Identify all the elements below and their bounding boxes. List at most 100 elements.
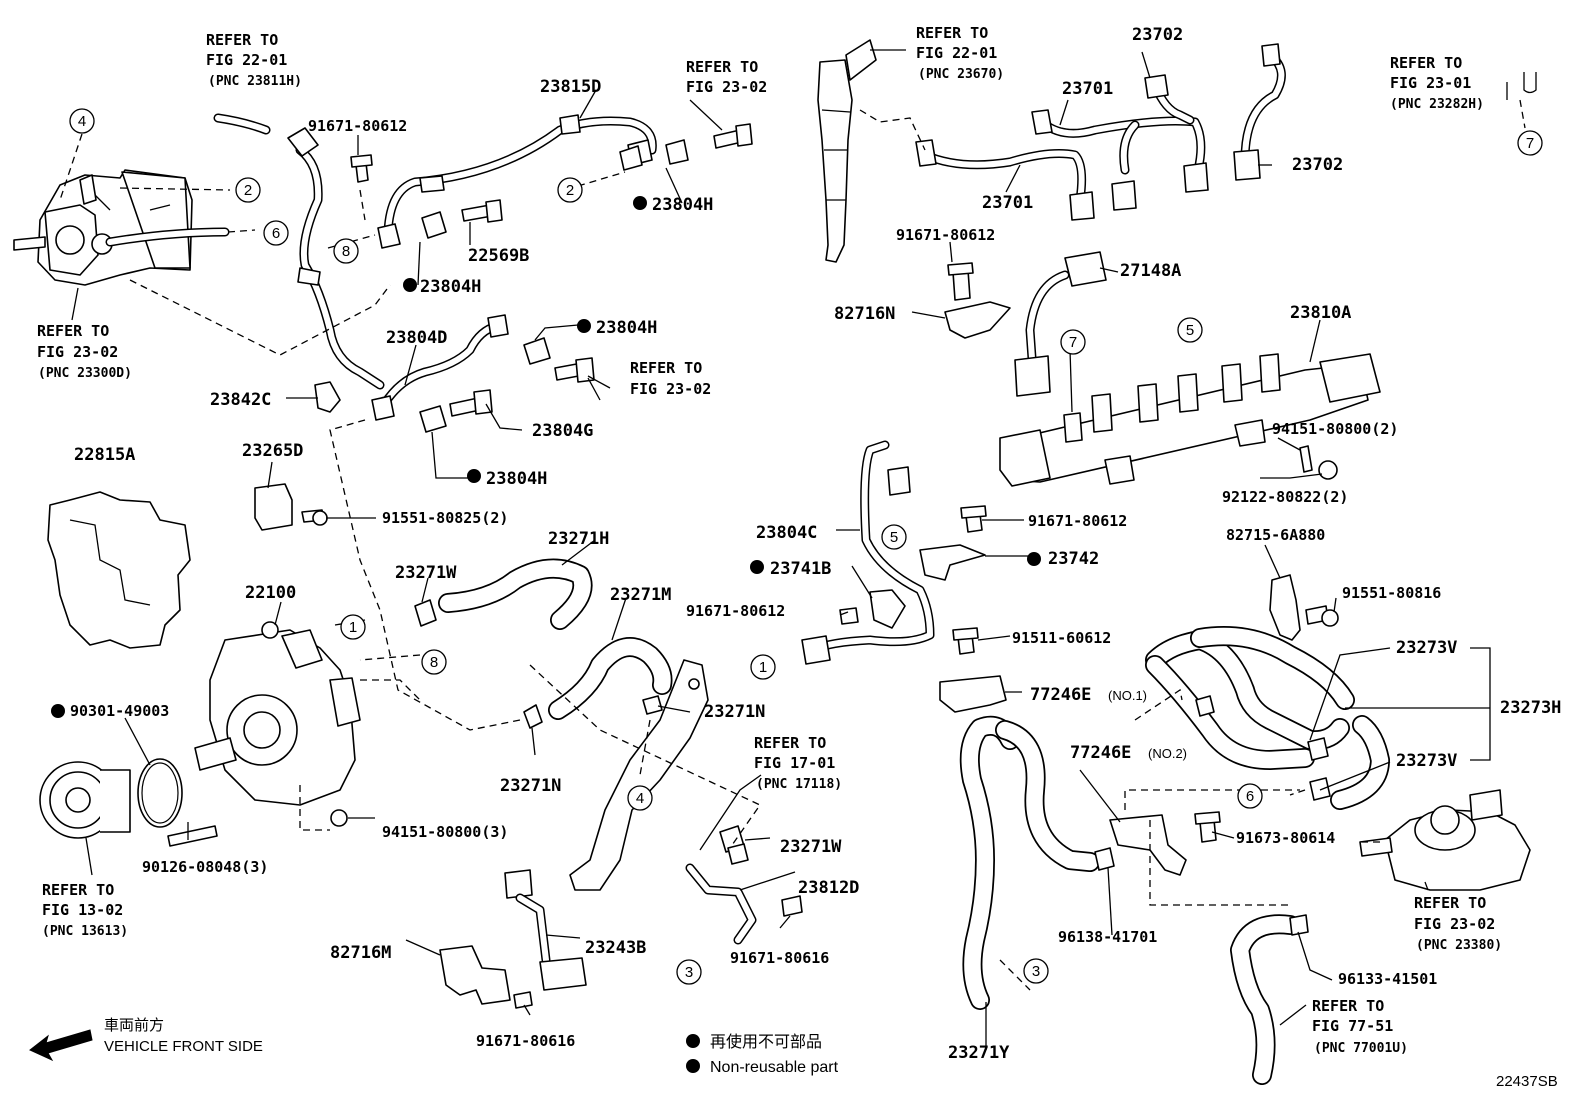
legend-direction-jp: 車両前方 (104, 1017, 164, 1034)
svg-text:(PNC 23670): (PNC 23670) (918, 67, 1004, 82)
svg-text:FIG 23-02: FIG 23-02 (37, 343, 118, 361)
refer-fig-23-02-pnc-23380: REFER TO FIG 23-02 (PNC 23380) (1414, 894, 1502, 953)
svg-text:FIG 17-01: FIG 17-01 (754, 754, 835, 772)
label-90301-49003: 90301-49003 (70, 702, 169, 720)
fuel-filter-housing (1359, 789, 1531, 891)
label-77246E-no1: 77246E (1030, 685, 1091, 705)
callout-6-right: 6 (1237, 783, 1263, 809)
legend-nonreuse-jp: 再使用不可部品 (710, 1033, 822, 1051)
svg-text:(PNC 23811H): (PNC 23811H) (208, 74, 302, 89)
refer-fig-23-02-top: REFER TO FIG 23-02 (686, 58, 767, 96)
callout-4-center: 4 (627, 785, 653, 811)
svg-text:REFER TO: REFER TO (1312, 997, 1384, 1015)
part-drawings (13, 39, 1537, 1085)
callout-1-pump: 1 (340, 614, 366, 640)
label-90126-08048: 90126-08048(3) (142, 858, 268, 876)
part-labels: 23815D 91671-80612 23804H 22569B 23804H … (70, 25, 1561, 1063)
non-reusable-dot-icon (686, 1034, 700, 1048)
callout-7-topright: 7 (1517, 130, 1543, 156)
label-23243B: 23243B (585, 938, 646, 958)
supply-pump-bracket-assembly (13, 169, 193, 286)
label-91551-80825: 91551-80825(2) (382, 509, 508, 527)
label-92122-80822: 92122-80822(2) (1222, 488, 1348, 506)
label-23271N-b: 23271N (500, 776, 561, 796)
injector (817, 39, 877, 263)
label-91671-80612-b: 91671-80612 (896, 226, 995, 244)
front-arrow-icon (29, 1029, 93, 1062)
label-82715-6A880: 82715-6A880 (1226, 526, 1325, 544)
label-23271W-b: 23271W (780, 837, 842, 857)
label-23804H-a: 23804H (652, 195, 713, 215)
svg-text:FIG 22-01: FIG 22-01 (916, 44, 997, 62)
label-23804H-b: 23804H (420, 277, 481, 297)
label-23804H-d: 23804H (486, 469, 547, 489)
label-23702-b: 23702 (1292, 155, 1343, 175)
label-23273V-a: 23273V (1396, 638, 1457, 658)
refer-fig-23-02-pnc-23300D: REFER TO FIG 23-02 (PNC 23300D) (37, 322, 132, 381)
svg-text:REFER TO: REFER TO (1414, 894, 1486, 912)
callout-markers: 4 2 6 8 2 1 8 4 3 7 7 5 5 1 6 3 (69, 108, 1543, 985)
label-23804G: 23804G (532, 421, 593, 441)
label-23812D: 23812D (798, 878, 859, 898)
svg-text:5: 5 (1186, 322, 1194, 339)
refer-fig-22-01-pnc-23811H: REFER TO FIG 22-01 (PNC 23811H) (206, 31, 302, 89)
non-reusable-legend: 再使用不可部品 Non-reusable part (686, 1033, 839, 1076)
svg-text:FIG 23-02: FIG 23-02 (686, 78, 767, 96)
refer-fig-77-51-pnc-77001U: REFER TO FIG 77-51 (PNC 77001U) (1312, 997, 1408, 1056)
label-23271Y: 23271Y (948, 1043, 1010, 1063)
label-23271N-a: 23271N (704, 702, 765, 722)
svg-text:REFER TO: REFER TO (206, 31, 278, 49)
label-77246E-no1-suffix: (NO.1) (1108, 688, 1147, 703)
callout-1-pipe: 1 (750, 654, 776, 680)
svg-text:5: 5 (890, 529, 898, 546)
svg-text:6: 6 (272, 225, 280, 242)
refer-fig-22-01-pnc-23670: REFER TO FIG 22-01 (PNC 23670) (916, 24, 1004, 82)
svg-text:4: 4 (78, 113, 86, 130)
legend-nonreuse-en: Non-reusable part (710, 1059, 839, 1076)
label-77246E-no2-suffix: (NO.2) (1148, 746, 1187, 761)
svg-text:7: 7 (1069, 334, 1077, 351)
label-23742: 23742 (1048, 549, 1099, 569)
label-23810A: 23810A (1290, 303, 1351, 323)
common-rail-23810A (999, 353, 1381, 487)
label-91671-80616-a: 91671-80616 (730, 949, 829, 967)
svg-text:6: 6 (1246, 788, 1254, 805)
svg-text:REFER TO: REFER TO (686, 58, 758, 76)
callout-5-pipe: 5 (881, 524, 907, 550)
non-reusable-dot-icon-2 (686, 1059, 700, 1073)
refer-fig-13-02-pnc-13613: REFER TO FIG 13-02 (PNC 13613) (42, 881, 128, 939)
callout-8-top: 8 (333, 238, 359, 264)
svg-text:(PNC 23300D): (PNC 23300D) (38, 366, 132, 381)
label-94151-80800-3: 94151-80800(3) (382, 823, 508, 841)
label-23804D: 23804D (386, 328, 447, 348)
svg-text:FIG 23-02: FIG 23-02 (630, 380, 711, 398)
label-23842C: 23842C (210, 390, 271, 410)
svg-text:FIG 23-02: FIG 23-02 (1414, 915, 1495, 933)
svg-text:FIG 23-01: FIG 23-01 (1390, 74, 1471, 92)
label-22569B: 22569B (468, 246, 529, 266)
callout-3-right: 3 (1023, 958, 1049, 984)
label-77246E-no2: 77246E (1070, 743, 1131, 763)
label-27148A: 27148A (1120, 261, 1181, 281)
svg-text:3: 3 (685, 964, 693, 981)
label-23265D: 23265D (242, 441, 303, 461)
label-23815D: 23815D (540, 77, 601, 97)
svg-text:(PNC 17118): (PNC 17118) (756, 777, 842, 792)
svg-text:8: 8 (342, 243, 350, 260)
label-23271M: 23271M (610, 585, 671, 605)
svg-text:3: 3 (1032, 963, 1040, 980)
svg-text:REFER TO: REFER TO (630, 359, 702, 377)
label-22815A: 22815A (74, 445, 135, 465)
svg-text:2: 2 (566, 182, 574, 199)
callout-2-top: 2 (557, 177, 583, 203)
label-23702-a: 23702 (1132, 25, 1183, 45)
label-96133-41501: 96133-41501 (1338, 970, 1437, 988)
label-23273V-b: 23273V (1396, 751, 1457, 771)
label-91511-60612: 91511-60612 (1012, 629, 1111, 647)
svg-text:REFER TO: REFER TO (1390, 54, 1462, 72)
svg-text:2: 2 (244, 182, 252, 199)
svg-text:FIG 13-02: FIG 13-02 (42, 901, 123, 919)
svg-text:REFER TO: REFER TO (42, 881, 114, 899)
label-91673-80614: 91673-80614 (1236, 829, 1335, 847)
